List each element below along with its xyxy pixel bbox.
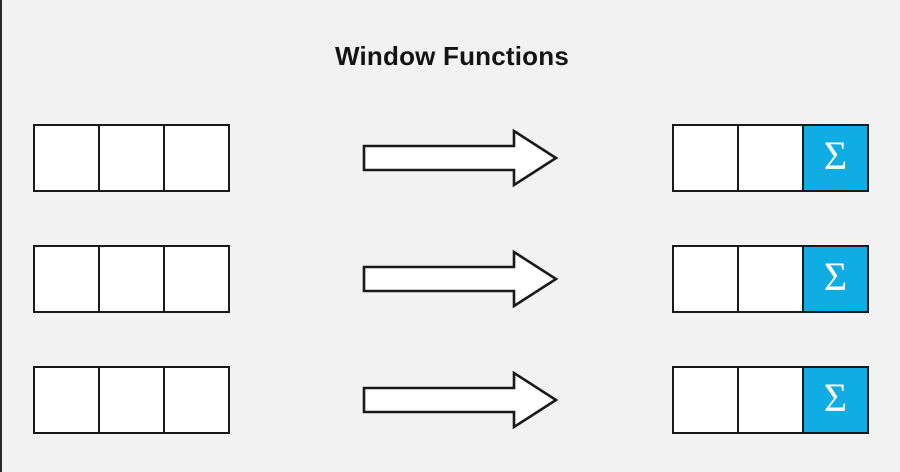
input-cell[interactable] (33, 245, 100, 313)
output-cell[interactable] (672, 124, 739, 192)
flow-row: Σ (2, 124, 900, 194)
sigma-icon: Σ (823, 133, 848, 178)
output-cell[interactable] (737, 245, 804, 313)
arrow-right-icon (360, 369, 560, 431)
output-table-row-1: Σ (672, 124, 869, 192)
aggregate-cell[interactable]: Σ (802, 366, 869, 434)
output-table-row-3: Σ (672, 366, 869, 434)
input-table-row-3 (33, 366, 230, 434)
input-table-row-1 (33, 124, 230, 192)
arrow-right-icon (360, 127, 560, 189)
arrow-right-icon (360, 248, 560, 310)
output-cell[interactable] (672, 366, 739, 434)
sigma-icon: Σ (823, 375, 848, 420)
flow-row: Σ (2, 245, 900, 315)
input-cell[interactable] (98, 245, 165, 313)
aggregate-cell[interactable]: Σ (802, 245, 869, 313)
input-cell[interactable] (98, 124, 165, 192)
output-cell[interactable] (672, 245, 739, 313)
input-cell[interactable] (163, 124, 230, 192)
aggregate-cell[interactable]: Σ (802, 124, 869, 192)
input-cell[interactable] (163, 245, 230, 313)
flow-row: Σ (2, 366, 900, 436)
output-table-row-2: Σ (672, 245, 869, 313)
output-cell[interactable] (737, 366, 804, 434)
page-title: Window Functions (334, 41, 570, 71)
input-cell[interactable] (33, 124, 100, 192)
output-cell[interactable] (737, 124, 804, 192)
input-cell[interactable] (163, 366, 230, 434)
input-table-row-2 (33, 245, 230, 313)
input-cell[interactable] (98, 366, 165, 434)
input-cell[interactable] (33, 366, 100, 434)
sigma-icon: Σ (823, 254, 848, 299)
